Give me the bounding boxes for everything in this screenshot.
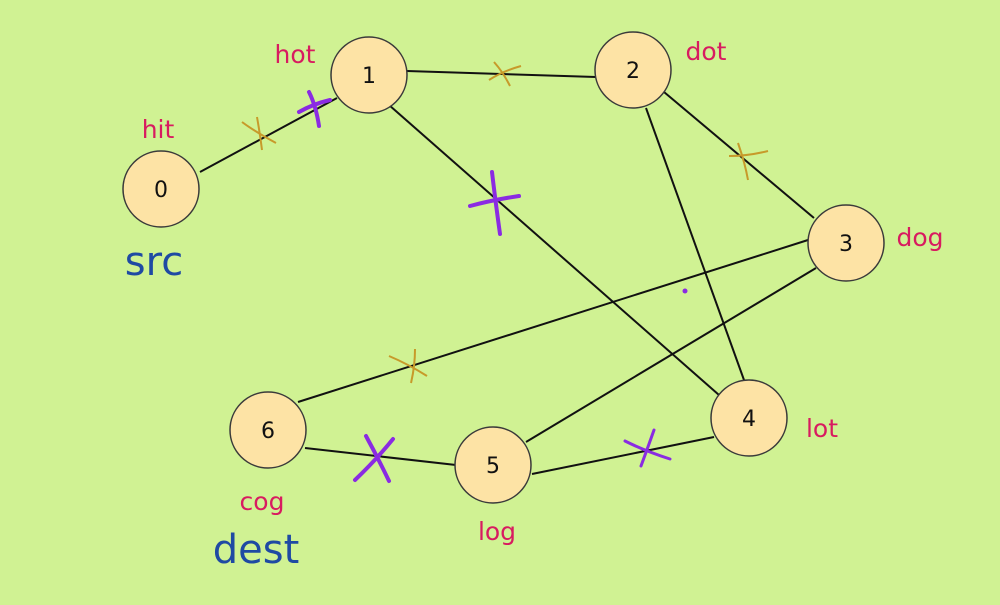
node-6: 6 (229, 391, 307, 469)
visited-mark (241, 116, 277, 151)
word-label-4: lot (806, 414, 838, 443)
visited-mark (728, 142, 769, 181)
pruned-mark (623, 428, 672, 468)
node-3: 3 (807, 204, 885, 282)
visited-mark (488, 61, 522, 87)
destination-label: dest (213, 527, 300, 573)
node-0: 0 (122, 150, 200, 228)
node-id: 3 (839, 232, 853, 257)
source-label: src (125, 239, 183, 285)
word-label-6: cog (240, 487, 285, 516)
node-id: 5 (486, 454, 500, 479)
edge-1-4 (388, 104, 720, 396)
node-id: 1 (362, 64, 376, 89)
edge-3-6 (297, 239, 809, 403)
node-5: 5 (454, 426, 532, 504)
word-label-5: log (478, 517, 516, 546)
edge-3-5 (525, 267, 817, 443)
node-1: 1 (330, 36, 408, 114)
word-label-0: hit (142, 115, 175, 144)
stray-dot (682, 288, 688, 294)
node-id: 0 (154, 178, 168, 203)
visited-mark (388, 348, 428, 384)
edge-2-4 (645, 107, 745, 381)
edge-4-5 (531, 436, 715, 475)
pruned-mark (468, 170, 521, 236)
word-label-1: hot (275, 40, 316, 69)
node-4: 4 (710, 379, 788, 457)
node-2: 2 (594, 31, 672, 109)
pruned-mark (353, 434, 395, 483)
node-id: 4 (742, 407, 756, 432)
node-id: 2 (626, 59, 640, 84)
node-id: 6 (261, 419, 275, 444)
word-label-3: dog (896, 223, 943, 252)
word-label-2: dot (686, 37, 727, 66)
pruned-mark (297, 90, 332, 128)
